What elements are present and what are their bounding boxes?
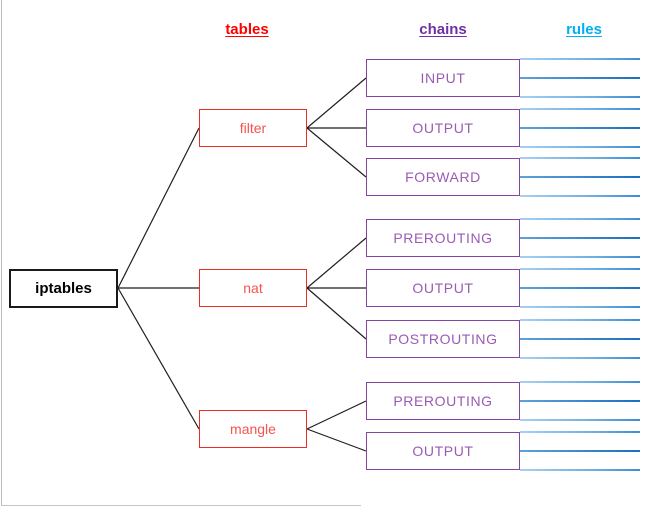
chain-node-label: OUTPUT [412, 280, 474, 296]
rule-line [520, 58, 640, 60]
rule-line [520, 400, 640, 402]
rule-line [520, 157, 640, 159]
rule-line [520, 127, 640, 129]
table-node-label: mangle [230, 421, 276, 437]
chain-node-label: PREROUTING [393, 393, 493, 409]
rule-line [520, 268, 640, 270]
table-node-label: filter [239, 120, 267, 136]
rule-line [520, 176, 640, 178]
chain-node-label: FORWARD [405, 169, 481, 185]
column-header-rules: rules [566, 21, 602, 38]
table-node-nat: nat [199, 269, 307, 307]
table-node-label: nat [243, 280, 263, 296]
rule-line [520, 338, 640, 340]
rule-line [520, 256, 640, 258]
rule-line [520, 469, 640, 471]
chain-node-nat-output: OUTPUT [366, 268, 640, 308]
chain-node-filter-forward: FORWARD [366, 157, 640, 197]
chain-node-label: OUTPUT [412, 120, 474, 136]
chain-node-label: PREROUTING [393, 230, 493, 246]
rule-line [520, 237, 640, 239]
rule-line [520, 450, 640, 452]
window-bottom-border [1, 505, 361, 506]
rule-line [520, 419, 640, 421]
chain-node-label: INPUT [420, 70, 466, 86]
iptables-node-label: iptables [35, 280, 92, 297]
rule-line [520, 287, 640, 289]
rule-line [520, 218, 640, 220]
rule-line [520, 381, 640, 383]
chain-node-nat-prerouting: PREROUTING [366, 218, 640, 258]
rule-line [520, 108, 640, 110]
chain-node-filter-input: INPUT [366, 58, 640, 98]
rule-line [520, 306, 640, 308]
chain-node-nat-postrouting: POSTROUTING [366, 319, 640, 359]
rule-line [520, 357, 640, 359]
chain-node-mangle-prerouting: PREROUTING [366, 381, 640, 421]
table-node-filter: filter [199, 109, 307, 147]
window-left-border [1, 0, 2, 506]
rule-line [520, 146, 640, 148]
rule-line [520, 431, 640, 433]
rule-line [520, 77, 640, 79]
column-header-chains: chains [419, 21, 467, 38]
rule-line [520, 319, 640, 321]
rule-line [520, 195, 640, 197]
table-node-mangle: mangle [199, 410, 307, 448]
chain-node-label: OUTPUT [412, 443, 474, 459]
rule-line [520, 96, 640, 98]
chain-node-filter-output: OUTPUT [366, 108, 640, 148]
chain-node-label: POSTROUTING [388, 331, 498, 347]
iptables-node: iptables [9, 269, 118, 308]
chain-node-mangle-output: OUTPUT [366, 431, 640, 471]
column-header-tables: tables [225, 21, 269, 38]
